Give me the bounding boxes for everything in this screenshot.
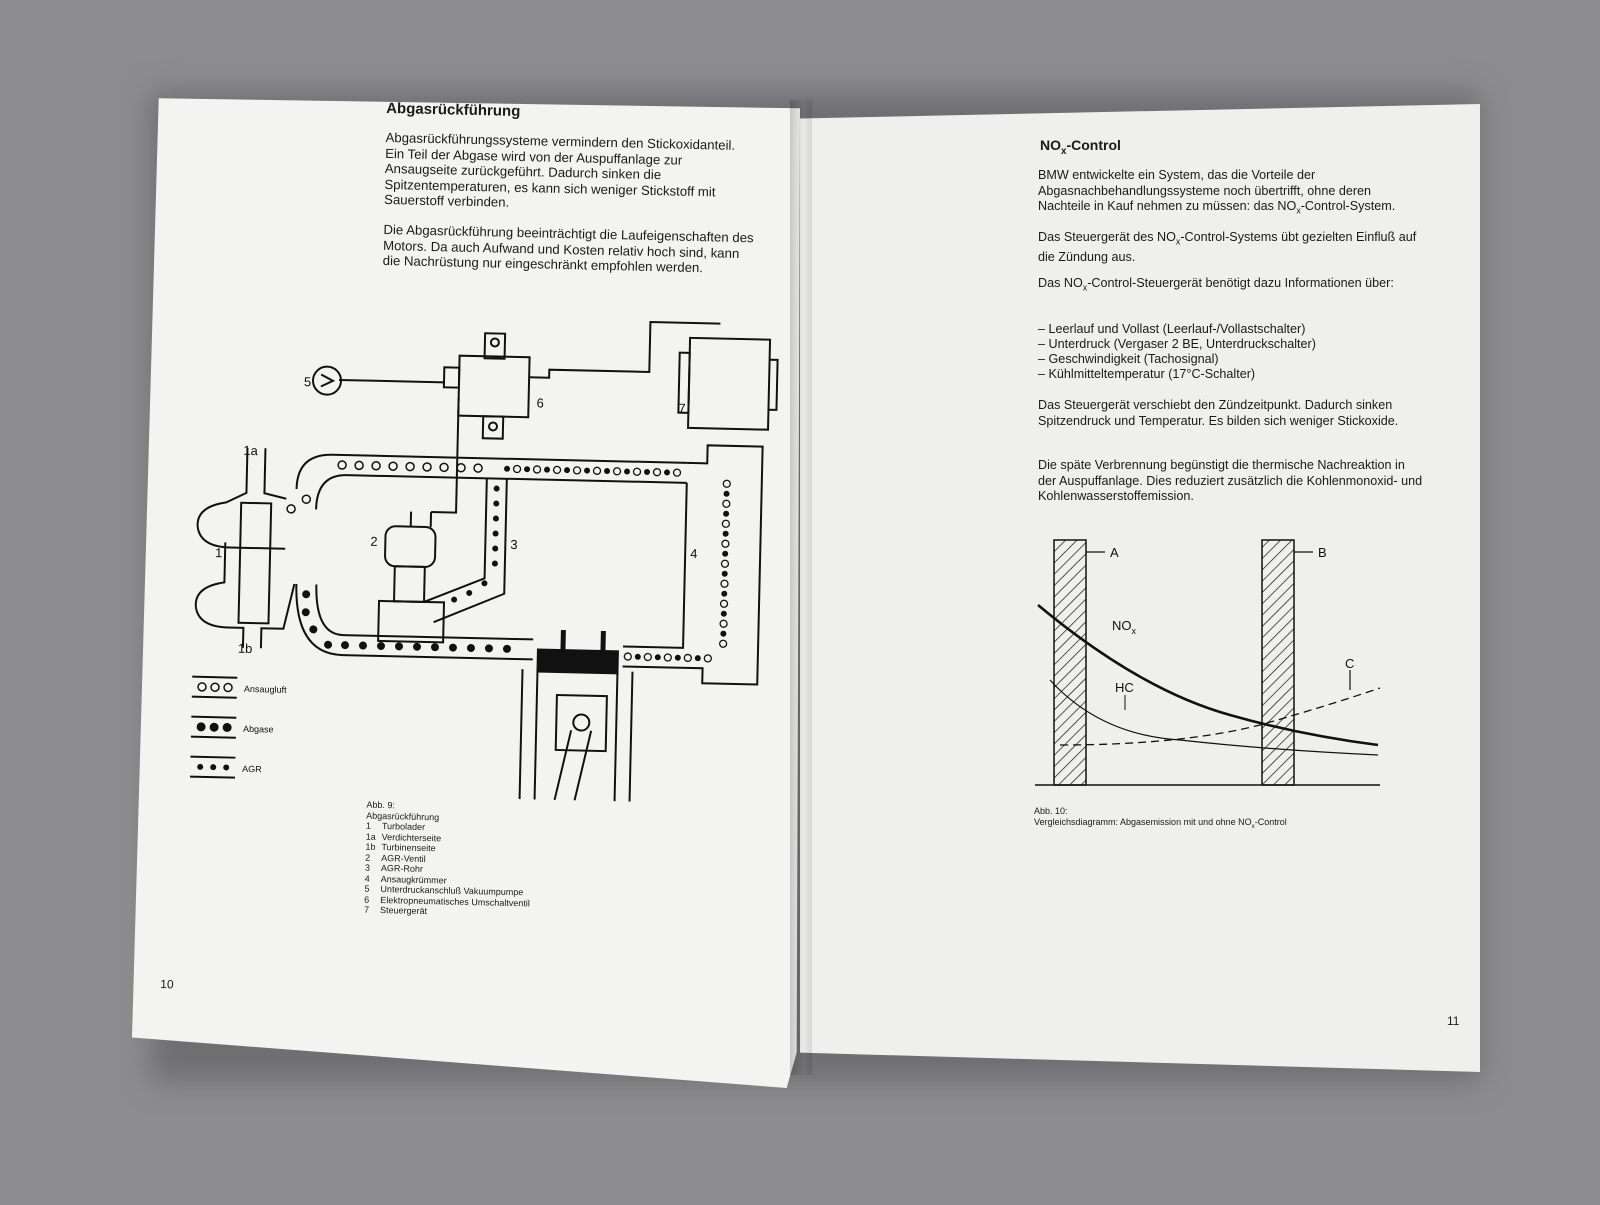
list-item: Leerlauf und Vollast (Leerlauf-/Vollasts… (1038, 322, 1316, 337)
caption-10-sub: x (1251, 822, 1255, 830)
p3-text-end: -Control-Steuergerät benötigt dazu Infor… (1087, 276, 1394, 290)
p2-text: Das Steuergerät des NO (1038, 230, 1176, 244)
c-curve (1059, 687, 1381, 746)
caption-num: 7 (363, 904, 370, 915)
comparison-diagram: A B C HC NOx (1035, 539, 1381, 786)
legend-agr: AGR (242, 764, 262, 774)
right-paragraph-4: Das Steuergerät verschiebt den Zündzeitp… (1038, 398, 1399, 428)
p1-text: BMW entwickelte ein System, das die Vort… (1038, 168, 1372, 213)
list-item: Kühlmitteltemperatur (17°C-Schalter) (1038, 367, 1316, 382)
p2-sub: x (1175, 236, 1181, 247)
legend-ansaugluft: Ansaugluft (244, 684, 287, 695)
caption-10-b: -Control (1254, 816, 1287, 827)
curve-label-a: A (1110, 545, 1119, 560)
right-paragraph-1: BMW entwickelte ein System, das die Vort… (1038, 168, 1423, 219)
figure-10-caption: Abb. 10: Vergleichsdiagramm: Abgasemissi… (1034, 806, 1287, 832)
caption-num: 1 (365, 820, 372, 831)
title-main: NO (1040, 137, 1061, 153)
nox-sub: x (1132, 626, 1137, 636)
nox-main: NO (1112, 618, 1132, 633)
left-paragraph-2: Die Abgasrückführung beeinträchtigt die … (382, 221, 754, 276)
caption-num: 1a (365, 831, 376, 842)
right-paragraph-5: Die späte Verbrennung begünstigt die the… (1038, 458, 1423, 503)
label-7: 7 (678, 401, 686, 416)
caption-text-10: Vergleichsdiagramm: Abgasemission mit un… (1034, 817, 1287, 832)
left-page (132, 98, 800, 1088)
caption-num: 1b (365, 841, 376, 852)
caption-num: 3 (364, 862, 371, 873)
caption-title-10: Abb. 10: (1034, 806, 1068, 816)
right-page-title: NOx-Control (1040, 137, 1121, 157)
right-paragraph-3: Das NOx-Control-Steuergerät benötigt daz… (1038, 276, 1423, 296)
p3-sub: x (1082, 282, 1088, 293)
title-rest: -Control (1066, 137, 1121, 153)
page-number-right: 11 (1447, 1014, 1460, 1028)
caption-num: 5 (364, 883, 370, 894)
list-item: Geschwindigkeit (Tachosignal) (1038, 352, 1316, 367)
label-4: 4 (690, 546, 698, 561)
legend-abgase: Abgase (243, 724, 274, 735)
curve-label-nox: NOx (1112, 618, 1137, 636)
label-3: 3 (510, 537, 518, 552)
curve-label-b: B (1318, 545, 1327, 560)
label-6: 6 (536, 395, 544, 410)
p1-sub: x (1296, 205, 1301, 216)
book-gutter (790, 100, 812, 1075)
label-1a: 1a (243, 443, 259, 458)
hatched-band-b (1261, 539, 1295, 786)
page-number-left: 10 (160, 977, 174, 992)
hatched-band-a (1053, 539, 1087, 786)
p3-text: Das NO (1038, 276, 1083, 290)
title-sub: x (1061, 145, 1067, 157)
list-item: Unterdruck (Vergaser 2 BE, Unterdrucksch… (1038, 337, 1316, 352)
caption-num: 2 (365, 852, 371, 863)
label-1b: 1b (238, 641, 253, 656)
info-list: Leerlauf und Vollast (Leerlauf-/Vollasts… (1038, 322, 1316, 382)
nox-curve (1037, 604, 1379, 747)
curve-label-hc: HC (1115, 680, 1134, 695)
label-2: 2 (370, 534, 378, 549)
curve-label-c: C (1345, 656, 1354, 671)
right-page (800, 104, 1480, 1072)
p1-text-end: -Control-System. (1300, 199, 1396, 213)
caption-num: 6 (364, 894, 370, 905)
left-page-title: Abgasrückführung (386, 99, 521, 120)
label-1: 1 (215, 545, 223, 560)
hc-curve (1049, 679, 1379, 756)
p2-text-end: -Control-Systems übt gezielten Einfluß a… (1038, 230, 1417, 265)
caption-10-a: Vergleichsdiagramm: Abgasemission mit un… (1034, 816, 1252, 827)
egr-diagram: 1 1a 1b 2 3 4 5 6 7 Ansaugluft Abgase AG… (189, 320, 779, 802)
caption-num: 4 (364, 873, 370, 884)
right-paragraph-2: Das Steuergerät des NOx-Control-Systems … (1038, 230, 1423, 266)
left-paragraph-1: Abgasrückführungssysteme vermindern den … (383, 129, 736, 210)
label-5: 5 (304, 374, 312, 389)
